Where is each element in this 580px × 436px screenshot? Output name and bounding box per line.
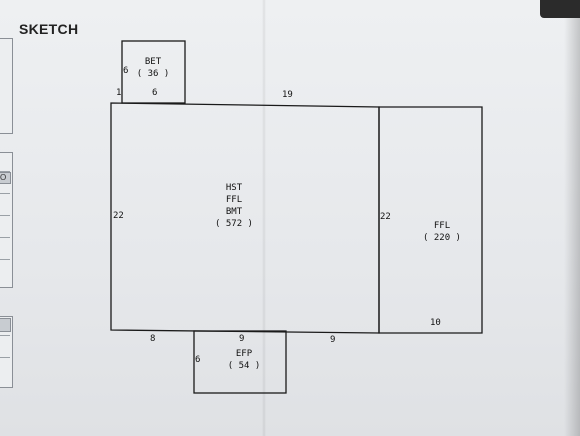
binder-clip (540, 0, 580, 18)
main-label-area: ( 572 ) (215, 219, 253, 229)
left-panel-list (0, 152, 13, 288)
bet-label-line: BET (144, 57, 162, 67)
main-label-line: HST (225, 183, 243, 193)
dim-ffl-left: 22 (380, 212, 391, 222)
ffl-area-outline (378, 106, 483, 334)
dim-bottom-right: 9 (330, 335, 336, 345)
efp-label-line: EFP (235, 349, 253, 359)
page-edge-shadow (564, 0, 580, 436)
dim-ffl-bottom: 10 (430, 318, 441, 328)
dim-efp-left: 6 (195, 355, 201, 365)
left-panel-row (0, 193, 10, 194)
left-panel-row (0, 237, 10, 238)
dim-bet-offset: 1 (116, 88, 122, 98)
left-panel-tab[interactable]: O (0, 172, 11, 184)
bet-label-area: ( 36 ) (136, 69, 170, 79)
ffl-area-label: FFL ( 220 ) (420, 220, 464, 244)
main-label-line: BMT (225, 207, 243, 217)
left-panel-row (0, 171, 10, 172)
dim-top: 19 (282, 90, 293, 100)
paper-fold (262, 0, 266, 436)
left-panel-row (0, 259, 10, 260)
dim-bet-bottom: 6 (152, 88, 158, 98)
ffl-label-line: FFL (433, 221, 451, 231)
left-panel-tab-lower[interactable] (0, 318, 11, 332)
bet-area-label: BET ( 36 ) (133, 56, 173, 80)
sketch-title: SKETCH (19, 21, 79, 37)
efp-area-label: EFP ( 54 ) (222, 348, 266, 372)
left-panel-row (0, 335, 10, 336)
dim-bet-left: 6 (123, 66, 129, 76)
efp-area-outline (193, 330, 287, 394)
main-label-line: FFL (225, 195, 243, 205)
main-area-label: HST FFL BMT ( 572 ) (212, 182, 256, 230)
left-panel-row (0, 215, 10, 216)
left-panel-row (0, 357, 10, 358)
efp-label-area: ( 54 ) (227, 361, 261, 371)
ffl-label-area: ( 220 ) (423, 233, 461, 243)
left-panel-lower (0, 316, 13, 388)
dim-efp-top: 9 (239, 334, 245, 344)
dim-main-left: 22 (113, 211, 124, 221)
left-panel-box (0, 38, 13, 134)
dim-bottom-left: 8 (150, 334, 156, 344)
